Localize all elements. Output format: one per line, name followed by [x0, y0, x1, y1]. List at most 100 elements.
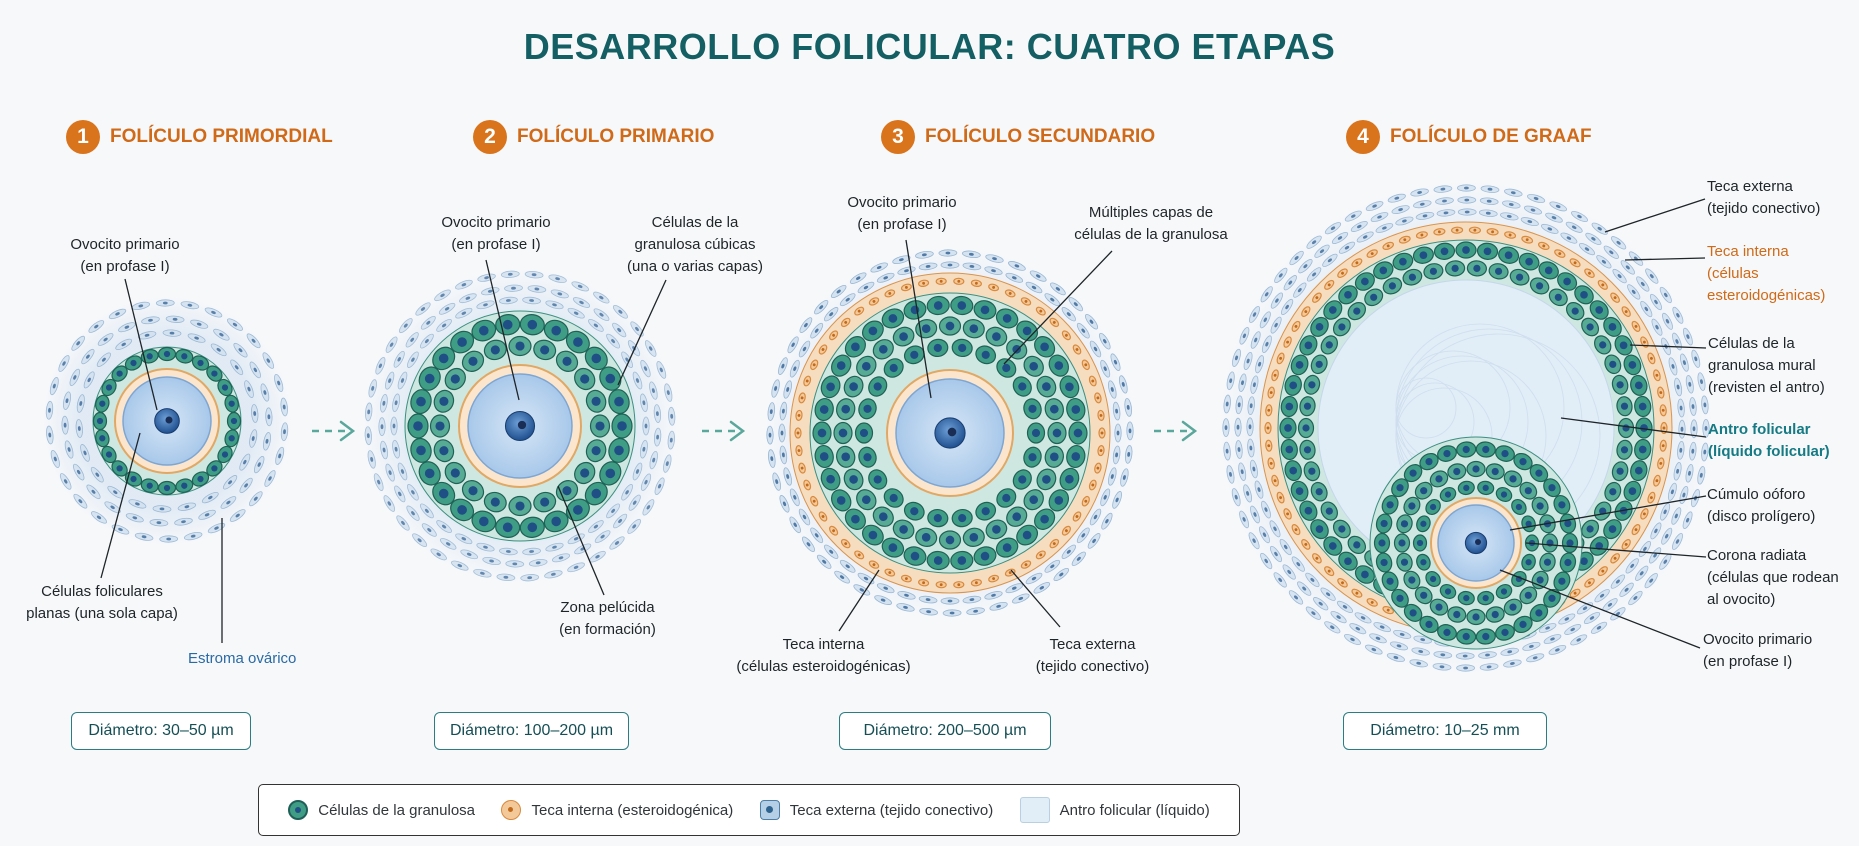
primordial-oocyte-nucleolus — [165, 416, 173, 424]
stroma-cell-nucleus — [394, 446, 398, 452]
stroma-cell — [572, 297, 591, 308]
teca-interna-cell — [794, 427, 802, 439]
teca-interna-cell-nucleus — [844, 542, 848, 546]
stroma-cell — [1538, 623, 1557, 633]
stroma-cell — [1112, 491, 1122, 509]
stroma-cell — [783, 467, 792, 486]
teca-interna-cell — [900, 283, 912, 292]
stroma-cell-nucleus — [101, 357, 106, 362]
mural-granulosa-cell — [1280, 438, 1298, 461]
stroma-cell-nucleus — [1242, 333, 1246, 339]
stroma-cell-nucleus — [829, 312, 834, 317]
stroma-cell — [262, 432, 272, 451]
stroma-cell — [915, 250, 934, 259]
mural-granulosa-cell — [1557, 272, 1578, 291]
cuboidal-granulosa-cell — [543, 510, 569, 533]
stroma-cell — [1702, 419, 1710, 438]
stroma-cell — [1298, 259, 1313, 274]
stroma-cell — [1068, 297, 1084, 312]
stroma-cell-nucleus — [793, 495, 797, 500]
stroma-cell — [783, 380, 792, 399]
stroma-cell — [1100, 488, 1111, 507]
granulosa-cell — [1044, 445, 1064, 468]
stroma-cell-nucleus — [558, 556, 564, 560]
granulosa-cell — [926, 550, 950, 571]
granulosa-cell-nucleus — [1049, 452, 1059, 462]
corona-radiata-cell — [1439, 486, 1457, 503]
stroma-cell — [897, 591, 916, 600]
cumulus-cell-nucleus — [1566, 539, 1574, 547]
granulosa-cell — [1016, 524, 1039, 546]
teca-interna-cell-nucleus — [1341, 271, 1344, 275]
teca-interna-cell-nucleus — [1100, 431, 1104, 435]
granulosa-cell — [844, 508, 866, 530]
stroma-cell-nucleus — [880, 598, 886, 602]
leader-line-11 — [1604, 198, 1706, 233]
corona-radiata-cell-nucleus — [1463, 594, 1470, 602]
granulosa-cell-nucleus — [1052, 428, 1062, 438]
teca-interna-cell — [1271, 474, 1279, 487]
stroma-cell — [1254, 480, 1264, 499]
stroma-cell — [406, 505, 420, 521]
stroma-cell — [1526, 653, 1545, 663]
stroma-cell — [415, 302, 431, 316]
cumulus-cell — [1475, 628, 1496, 645]
stroma-cell — [1455, 652, 1475, 660]
flat-follicular-cell — [191, 355, 210, 371]
teca-interna-cell-nucleus — [1642, 340, 1646, 344]
teca-interna-cell — [1647, 491, 1656, 504]
stroma-cell — [1369, 633, 1387, 644]
stroma-cell-nucleus — [1679, 405, 1683, 411]
stroma-cell-nucleus — [1679, 447, 1683, 453]
mural-granulosa-cell-nucleus — [1304, 506, 1313, 515]
mural-granulosa-cell-nucleus — [1608, 323, 1617, 331]
stroma-cell — [220, 496, 237, 509]
teca-interna-cell-nucleus — [1052, 320, 1056, 324]
stroma-cell-nucleus — [1265, 341, 1269, 347]
teca-interna-cell-nucleus — [1304, 542, 1308, 546]
granulosa-cell-nucleus — [1073, 428, 1083, 438]
mural-granulosa-cell-nucleus — [1563, 277, 1571, 286]
granulosa-cell-nucleus — [851, 514, 860, 524]
cumulus-cell-nucleus — [1535, 469, 1543, 477]
granulosa-cell-nucleus — [899, 525, 908, 534]
stroma-cell-nucleus — [512, 562, 518, 566]
stroma-cell — [1239, 510, 1250, 529]
teca-interna-cell-nucleus — [1613, 296, 1617, 300]
stroma-cell-nucleus — [806, 542, 811, 547]
cumulus-cell — [1437, 445, 1457, 462]
mural-granulosa-cell-nucleus — [1315, 488, 1323, 496]
granulosa-cell — [812, 421, 832, 445]
flat-follicular-cell-nucleus — [197, 359, 204, 367]
mural-granulosa-cell-nucleus — [1638, 445, 1647, 454]
flat-follicular-cell-nucleus — [105, 384, 113, 391]
mural-granulosa-cell — [1538, 261, 1559, 280]
flat-follicular-cell — [206, 460, 223, 477]
stroma-cell-nucleus — [648, 346, 653, 351]
teca-interna-cell — [1659, 404, 1667, 417]
stroma-cell — [567, 562, 585, 573]
stroma-cell — [1249, 459, 1258, 479]
stroma-cell — [527, 285, 547, 293]
cumulus-cell — [1531, 496, 1549, 516]
stroma-cell-nucleus — [487, 289, 493, 293]
stroma-cell-nucleus — [1258, 361, 1262, 367]
stroma-cell-nucleus — [1093, 346, 1098, 352]
stroma-cell-nucleus — [103, 337, 108, 342]
teca-interna-cell — [1631, 524, 1641, 536]
stroma-cell — [1610, 607, 1626, 621]
cuboidal-granulosa-cell-nucleus — [468, 486, 478, 496]
stroma-cell-nucleus — [1110, 387, 1114, 392]
granulosa-cell — [950, 295, 974, 316]
corona-radiata-cell — [1416, 515, 1431, 533]
stroma-cell-nucleus — [1246, 358, 1250, 364]
teca-interna-cell — [1597, 566, 1608, 577]
stroma-cell-nucleus — [1577, 214, 1582, 219]
granulosa-cell-nucleus — [945, 535, 955, 545]
cumulus-cell — [1466, 608, 1486, 626]
granulosa-cell — [973, 546, 997, 566]
mural-granulosa-cell — [1604, 481, 1622, 502]
stroma-cell — [476, 300, 495, 310]
stroma-cell-nucleus — [1649, 274, 1654, 279]
teca-interna-cell-nucleus — [922, 281, 926, 285]
